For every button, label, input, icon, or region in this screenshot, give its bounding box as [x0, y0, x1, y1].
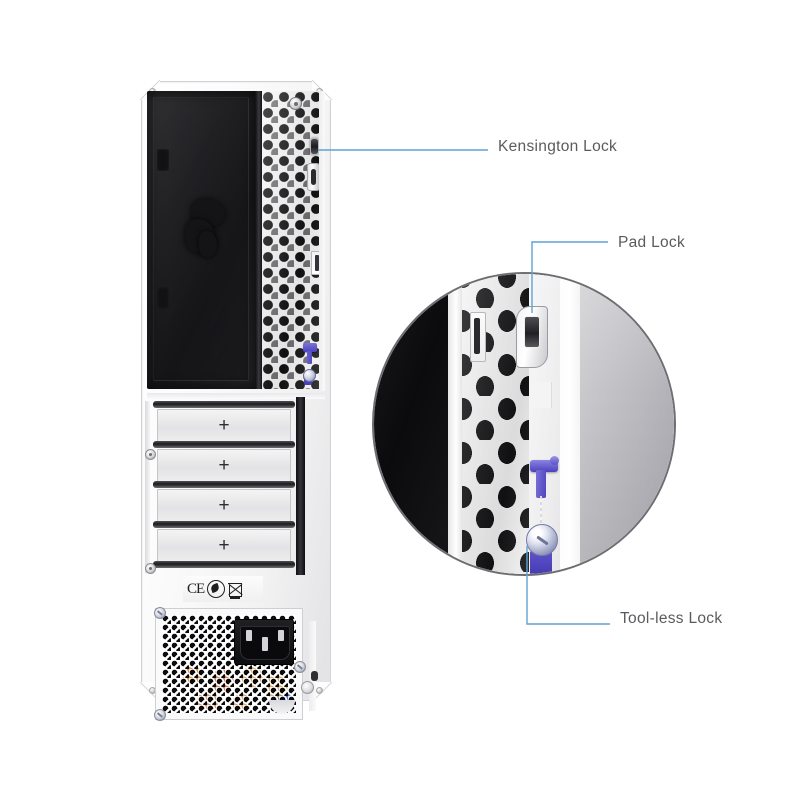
psu-screw-right: [294, 661, 306, 673]
expansion-slot-rail-1: [153, 441, 295, 448]
callout-label-kensington-lock: Kensington Lock: [498, 138, 618, 155]
rohs-leaf-icon: [207, 580, 226, 598]
psu-screw-top-left: [154, 607, 166, 619]
slot-plus-mark: +: [218, 534, 230, 556]
inset-slot-opening: [470, 312, 486, 362]
inset-white-edge-strip: [448, 274, 464, 574]
pci-expansion-slot-group: + + + +: [145, 397, 305, 575]
weee-crossed-bin-icon: [228, 581, 243, 599]
iec-pin-right: [278, 630, 284, 641]
chassis-screw-bottom-right: [316, 687, 323, 694]
side-panel-edge: [255, 91, 262, 389]
certification-marks-label: CE: [183, 576, 263, 602]
iec-pin-left: [246, 630, 252, 641]
chassis-middle-divider: [147, 393, 325, 399]
callout-label-pad-lock: Pad Lock: [618, 234, 686, 251]
panel-clip-lower: [157, 287, 169, 309]
inset-tool-less-lock-tether: [540, 496, 542, 528]
psu-screw-bottom-left: [154, 709, 166, 721]
expansion-slot-rail-0: [153, 401, 295, 408]
inset-tool-less-lock-thumbscrew: [526, 524, 558, 556]
tool-less-lock-latch: [303, 343, 317, 352]
inset-dark-side-panel: [374, 274, 452, 574]
slot-plus-mark: +: [218, 494, 230, 516]
ce-mark-icon: CE: [187, 580, 205, 597]
inset-gray-panel-sheen: [580, 274, 674, 574]
kensington-lock-slot: [310, 138, 319, 155]
inset-plate-notch: [529, 382, 552, 408]
callout-label-tool-less-lock: Tool-less Lock: [620, 610, 723, 627]
expansion-slot-cover-4: +: [157, 529, 291, 563]
chassis-lower-right-port: [311, 671, 318, 681]
panel-clip-upper: [157, 149, 169, 171]
upper-honeycomb-mesh: [262, 91, 325, 389]
slot-plus-mark: +: [218, 454, 230, 476]
expansion-slot-cover-1: +: [157, 409, 291, 443]
iec-c14-power-inlet: [234, 619, 294, 665]
bottom-round-marker: [301, 681, 314, 694]
top-thumbscrew: [289, 97, 302, 110]
expansion-slot-rail-3: [153, 521, 295, 528]
iec-inlet-cavity: [240, 626, 290, 660]
expansion-slot-cover-2: +: [157, 449, 291, 483]
inset-gray-side-panel: [580, 274, 674, 574]
expansion-slot-side-rail: [145, 401, 150, 573]
internal-cable-shadow-c: [199, 231, 217, 257]
expansion-slot-rail-2: [153, 481, 295, 488]
expansion-slot-cover-3: +: [157, 489, 291, 523]
expansion-slot-dark-edge: [296, 397, 305, 575]
inset-pad-lock-loop: [516, 306, 548, 368]
inset-tool-less-lock-stem: [536, 470, 546, 498]
inset-pad-lock-hole: [524, 316, 540, 348]
side-panel-dark-recess: [147, 91, 257, 389]
expansion-bracket-screw-lower: [145, 563, 156, 574]
expansion-bracket-screw-upper: [145, 449, 156, 460]
iec-pin-ground: [262, 637, 268, 651]
chassis-lower-right-strip: [309, 621, 316, 711]
magnified-detail-circle: [372, 272, 676, 576]
chassis-upper-section: [147, 91, 325, 391]
tool-less-lock-thumbscrew: [303, 369, 316, 382]
bottom-vent-arc: [269, 700, 295, 714]
inset-tool-less-lock-knob: [550, 456, 559, 465]
chassis-right-rail: [319, 91, 325, 391]
chassis-rear-panel: + + + + CE: [140, 80, 332, 721]
tool-less-lock-stem: [307, 351, 312, 364]
slot-plus-mark: +: [218, 414, 230, 436]
expansion-slot-rail-4: [153, 561, 295, 568]
inset-white-band: [560, 274, 582, 574]
